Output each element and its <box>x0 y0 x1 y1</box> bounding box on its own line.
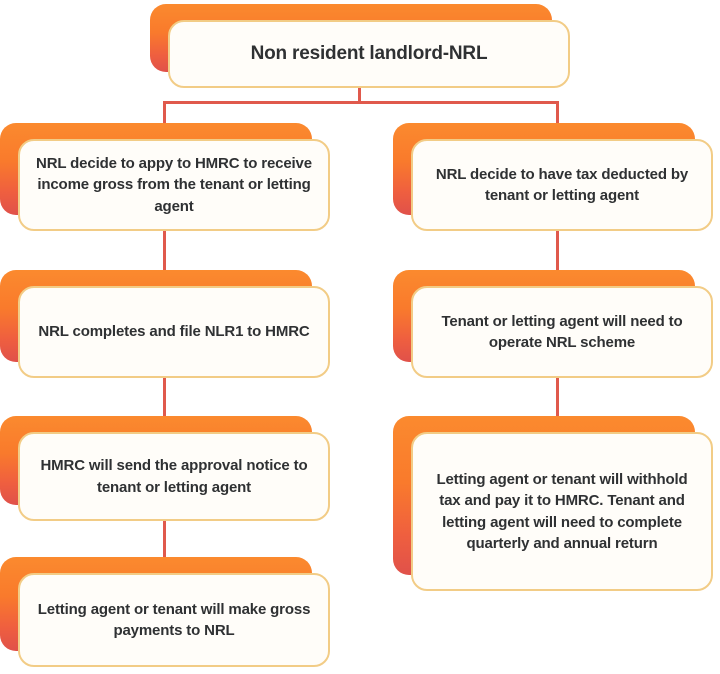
node-right-1[interactable]: NRL decide to have tax deducted by tenan… <box>393 123 713 231</box>
node-right-2[interactable]: Tenant or letting agent will need to ope… <box>393 270 713 378</box>
node-card: NRL completes and file NLR1 to HMRC <box>18 286 330 378</box>
node-card: Tenant or letting agent will need to ope… <box>411 286 713 378</box>
connector-right-1-to-2 <box>556 231 559 271</box>
connector-left-2-to-3 <box>163 377 166 417</box>
node-label: Letting agent or tenant will withhold ta… <box>436 470 688 552</box>
connector-left-1-to-2 <box>163 231 166 271</box>
node-card: Letting agent or tenant will withhold ta… <box>411 432 713 591</box>
node-label: Letting agent or tenant will make gross … <box>37 600 311 639</box>
connector-right-2-to-3 <box>556 377 559 417</box>
node-label: NRL decide to have tax deducted by tenan… <box>435 165 689 204</box>
node-left-4[interactable]: Letting agent or tenant will make gross … <box>0 557 330 667</box>
connector-split-drop-left <box>163 101 166 123</box>
node-card: Non resident landlord-NRL <box>168 20 570 88</box>
node-label: Tenant or letting agent will need to ope… <box>441 312 683 351</box>
node-card: HMRC will send the approval notice to te… <box>18 432 330 521</box>
node-card: NRL decide to appy to HMRC to receive in… <box>18 139 330 231</box>
node-card: NRL decide to have tax deducted by tenan… <box>411 139 713 231</box>
connector-split-bar <box>163 101 559 104</box>
node-card: Letting agent or tenant will make gross … <box>18 573 330 667</box>
node-left-1[interactable]: NRL decide to appy to HMRC to receive in… <box>0 123 330 231</box>
node-label: NRL decide to appy to HMRC to receive in… <box>36 155 312 215</box>
node-nrl-root[interactable]: Non resident landlord-NRL <box>150 4 570 88</box>
node-label: NRL completes and file NLR1 to HMRC <box>38 323 310 341</box>
connector-split-drop-right <box>556 101 559 123</box>
connector-left-3-to-4 <box>163 520 166 558</box>
node-left-2[interactable]: NRL completes and file NLR1 to HMRC <box>0 270 330 378</box>
node-label: Non resident landlord-NRL <box>250 42 488 64</box>
node-label: HMRC will send the approval notice to te… <box>40 457 308 496</box>
node-right-3[interactable]: Letting agent or tenant will withhold ta… <box>393 416 713 591</box>
node-left-3[interactable]: HMRC will send the approval notice to te… <box>0 416 330 521</box>
